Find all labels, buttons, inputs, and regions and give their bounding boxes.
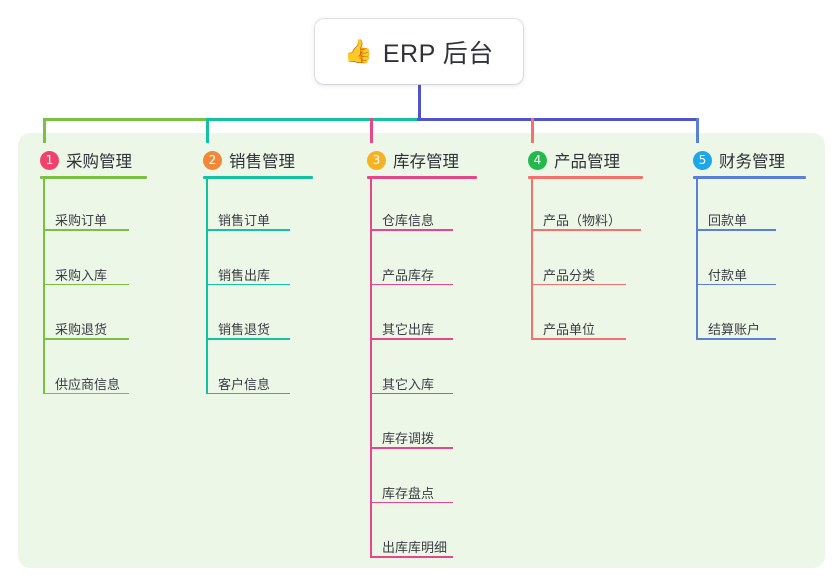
leaf-label: 产品库存 [382,267,435,283]
leaf-rule [370,283,453,286]
leaf-rule [370,556,453,558]
leaf-label: 其它入库 [382,376,435,392]
leaf-rule [43,338,129,340]
column-badge-4: 4 [528,150,547,170]
leaf-label: 结算账户 [708,322,761,337]
leaf-label: 销售出库 [218,267,271,283]
column-header-库存管理[interactable]: 3 库存管理 [367,148,459,172]
bus-segment-3 [417,118,699,121]
leaf-rule [370,447,453,449]
column-header-产品管理[interactable]: 4 产品管理 [528,148,620,172]
thumbs-up-icon: 👍 [344,38,373,64]
column-header-销售管理[interactable]: 2 销售管理 [203,148,295,172]
column-badge-3: 3 [367,150,386,170]
column-spine-采购管理 [43,179,45,393]
leaf-label: 采购退货 [55,322,108,337]
leaf-rule [206,338,290,340]
leaf-rule [43,229,129,231]
column-badge-1: 1 [40,150,59,170]
column-badge-2: 2 [203,150,222,170]
drop-line-库存管理 [369,118,373,143]
leaf-label: 采购订单 [55,213,108,228]
leaf-rule [696,283,776,286]
column-title-销售管理: 销售管理 [229,153,295,171]
leaf-rule [206,229,290,231]
leaf-label: 客户信息 [218,376,271,392]
drop-line-采购管理 [42,118,46,143]
leaf-label: 产品单位 [543,322,596,337]
column-spine-产品管理 [531,179,533,339]
column-rule-销售管理 [203,176,313,179]
leaf-label: 采购入库 [55,267,108,283]
column-rule-财务管理 [693,176,806,179]
leaf-rule [370,392,453,395]
leaf-label: 付款单 [708,267,748,283]
leaf-rule [531,338,626,340]
drop-line-产品管理 [530,118,534,143]
trunk-line-root [417,84,421,120]
column-header-财务管理[interactable]: 5 财务管理 [693,148,785,172]
column-badge-5: 5 [693,150,712,170]
column-title-产品管理: 产品管理 [554,153,620,171]
bus-segment-1 [43,118,207,121]
bus-segment-2 [207,118,419,121]
leaf-label: 仓库信息 [382,213,435,228]
leaf-rule [206,392,290,395]
leaf-rule [531,229,641,231]
leaf-rule [206,283,290,286]
root-node-title: ERP 后台 [382,39,494,68]
leaf-label: 产品分类 [543,267,596,283]
leaf-rule [696,229,776,231]
leaf-rule [370,501,453,504]
column-rule-产品管理 [528,176,643,179]
leaf-label: 其它出库 [382,322,435,337]
column-header-采购管理[interactable]: 1 采购管理 [40,148,132,172]
leaf-label: 库存调拨 [382,431,435,446]
column-title-财务管理: 财务管理 [719,153,785,171]
leaf-label: 回款单 [708,213,748,228]
column-title-采购管理: 采购管理 [66,153,132,171]
column-spine-销售管理 [206,179,208,393]
leaf-label: 产品（物料） [543,213,622,228]
leaf-rule [531,283,626,286]
leaf-rule [43,392,129,395]
column-spine-财务管理 [696,179,698,339]
column-title-库存管理: 库存管理 [393,153,459,171]
leaf-label: 库存盘点 [382,485,435,501]
leaf-label: 销售订单 [218,213,271,228]
column-rule-库存管理 [367,176,477,179]
leaf-label: 供应商信息 [55,376,121,392]
drop-line-销售管理 [205,118,209,143]
drop-line-财务管理 [695,118,699,143]
leaf-label: 销售退货 [218,322,271,337]
leaf-rule [370,338,453,340]
root-node-erp-backend[interactable]: 👍 ERP 后台 [315,19,523,84]
column-rule-采购管理 [40,176,147,179]
leaf-rule [370,229,453,231]
diagram-panel [18,133,825,568]
leaf-label: 出库库明细 [382,540,448,555]
leaf-rule [696,338,776,340]
leaf-rule [43,283,129,286]
column-spine-库存管理 [370,179,372,557]
